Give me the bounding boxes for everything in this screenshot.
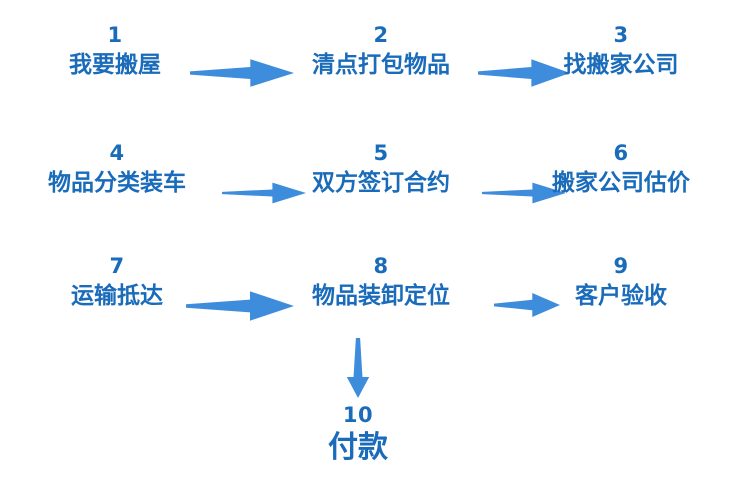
flow-step-5[interactable]: 5 双方签订合约 [312,140,450,200]
flow-step-8-label: 物品装卸定位 [312,283,450,309]
flow-step-6-label: 搬家公司估价 [552,170,690,196]
flow-step-1-label: 我要搬屋 [69,52,161,78]
flow-step-7[interactable]: 7 运输抵达 [71,253,163,313]
flow-step-2-number: 2 [373,23,389,47]
flow-step-2-label: 清点打包物品 [312,52,450,78]
arrow-step7-to-step8-icon [186,290,294,322]
flow-step-3-number: 3 [613,23,629,47]
flow-step-7-label: 运输抵达 [71,283,163,309]
flow-step-3-label: 找搬家公司 [563,52,679,78]
flow-step-8-number: 8 [373,254,389,278]
flow-step-1[interactable]: 1 我要搬屋 [69,22,161,82]
arrow-step2-to-step3-icon [478,58,570,88]
arrow-step4-to-step5-icon [222,180,306,206]
arrow-step9-inbound-icon [494,292,560,318]
arrow-step1-to-step2-icon [190,58,294,88]
flow-step-2[interactable]: 2 清点打包物品 [312,22,450,82]
flow-step-4-number: 4 [109,141,125,165]
flow-step-5-label: 双方签订合约 [312,170,450,196]
flow-step-4-label: 物品分类装车 [48,170,186,196]
flow-step-10[interactable]: 10 付款 [328,402,388,468]
arrow-step8-to-step10-icon [344,338,372,398]
flow-step-8[interactable]: 8 物品装卸定位 [312,253,450,313]
flow-step-9-number: 9 [613,254,629,278]
flow-step-4[interactable]: 4 物品分类装车 [48,140,186,200]
flow-step-3[interactable]: 3 找搬家公司 [564,22,679,82]
flow-step-10-number: 10 [342,403,374,427]
flow-step-10-label: 付款 [328,430,388,465]
flow-step-5-number: 5 [373,141,389,165]
flow-step-9-label: 客户验收 [575,283,667,309]
flow-step-6[interactable]: 6 搬家公司估价 [552,140,690,200]
flow-step-6-number: 6 [613,141,629,165]
flow-step-1-number: 1 [107,23,123,47]
arrow-step5-to-step6-icon [482,180,566,206]
flow-step-9[interactable]: 9 客户验收 [575,253,667,313]
flow-step-7-number: 7 [109,254,125,278]
